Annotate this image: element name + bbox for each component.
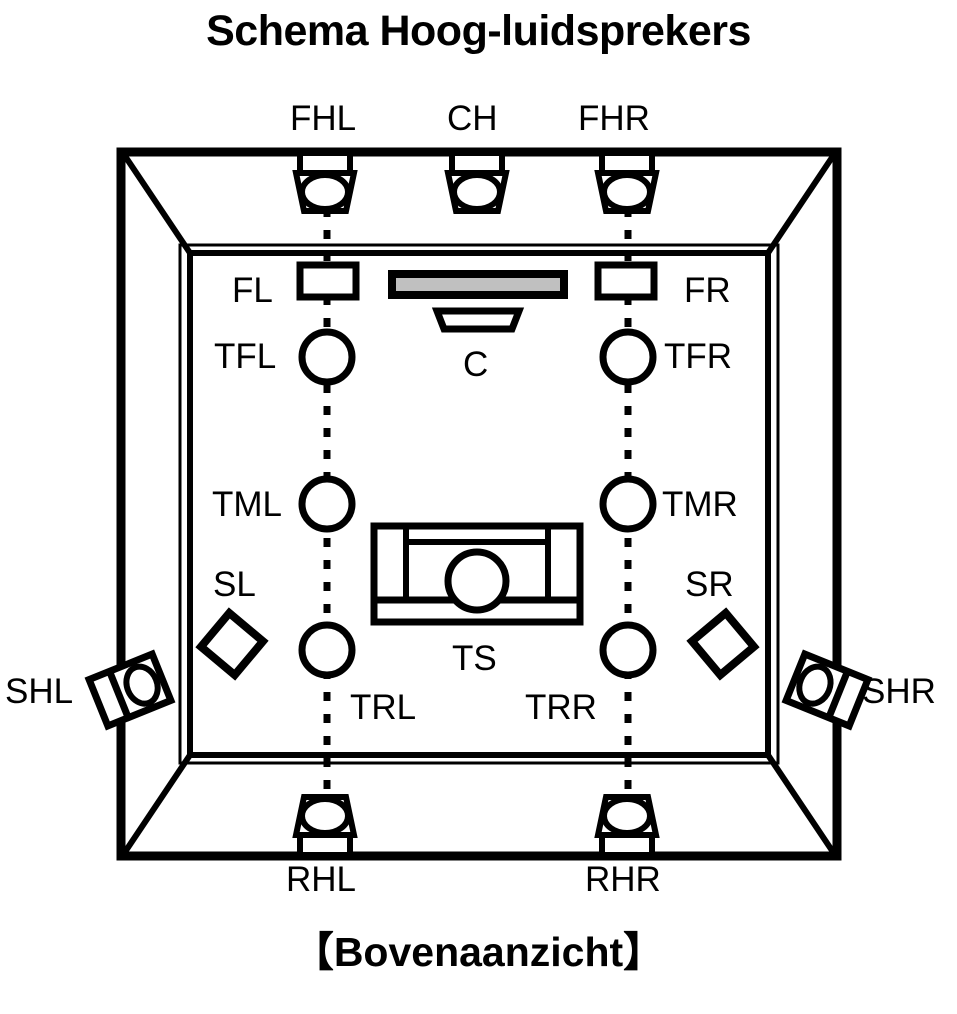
speaker-rhr[interactable] [594, 794, 660, 858]
speaker-sr[interactable] [686, 607, 760, 681]
label-fhl: FHL [290, 99, 357, 138]
speaker-shl[interactable] [84, 649, 176, 731]
speaker-trr[interactable] [599, 621, 657, 679]
view-caption: 【Bovenaanzicht】 [292, 929, 665, 975]
speaker-tmr[interactable] [599, 475, 657, 533]
label-fl: FL [232, 271, 273, 310]
label-c: C [463, 345, 489, 384]
speaker-sl[interactable] [195, 607, 269, 681]
label-fhr: FHR [578, 99, 650, 138]
label-ts: TS [452, 639, 497, 678]
label-tml: TML [212, 485, 282, 524]
label-trl: TRL [350, 688, 417, 727]
speaker-fhl[interactable] [292, 150, 358, 214]
speaker-fl[interactable] [296, 261, 360, 301]
label-fr: FR [684, 271, 731, 310]
speaker-fhr[interactable] [594, 150, 660, 214]
speaker-tfl[interactable] [298, 328, 356, 386]
label-sr: SR [685, 565, 734, 604]
projection-screen [388, 270, 568, 299]
label-shl: SHL [5, 672, 74, 711]
label-trr: TRR [525, 688, 597, 727]
label-shr: SHR [862, 672, 936, 711]
speaker-ch[interactable] [444, 150, 510, 214]
speaker-trl[interactable] [298, 621, 356, 679]
speaker-rhl[interactable] [292, 794, 358, 858]
label-tmr: TMR [662, 485, 738, 524]
label-rhr: RHR [585, 860, 661, 899]
listening-seat-sofa [370, 522, 584, 626]
label-rhl: RHL [286, 860, 357, 899]
speaker-c[interactable] [431, 307, 525, 333]
speaker-tml[interactable] [298, 475, 356, 533]
speaker-fr[interactable] [594, 261, 658, 301]
page-title: Schema Hoog-luidsprekers [206, 7, 751, 55]
label-tfr: TFR [664, 337, 733, 376]
label-sl: SL [213, 565, 256, 604]
speaker-shr[interactable] [781, 649, 873, 731]
label-ch: CH [447, 99, 498, 138]
label-tfl: TFL [214, 337, 277, 376]
speaker-tfr[interactable] [599, 328, 657, 386]
